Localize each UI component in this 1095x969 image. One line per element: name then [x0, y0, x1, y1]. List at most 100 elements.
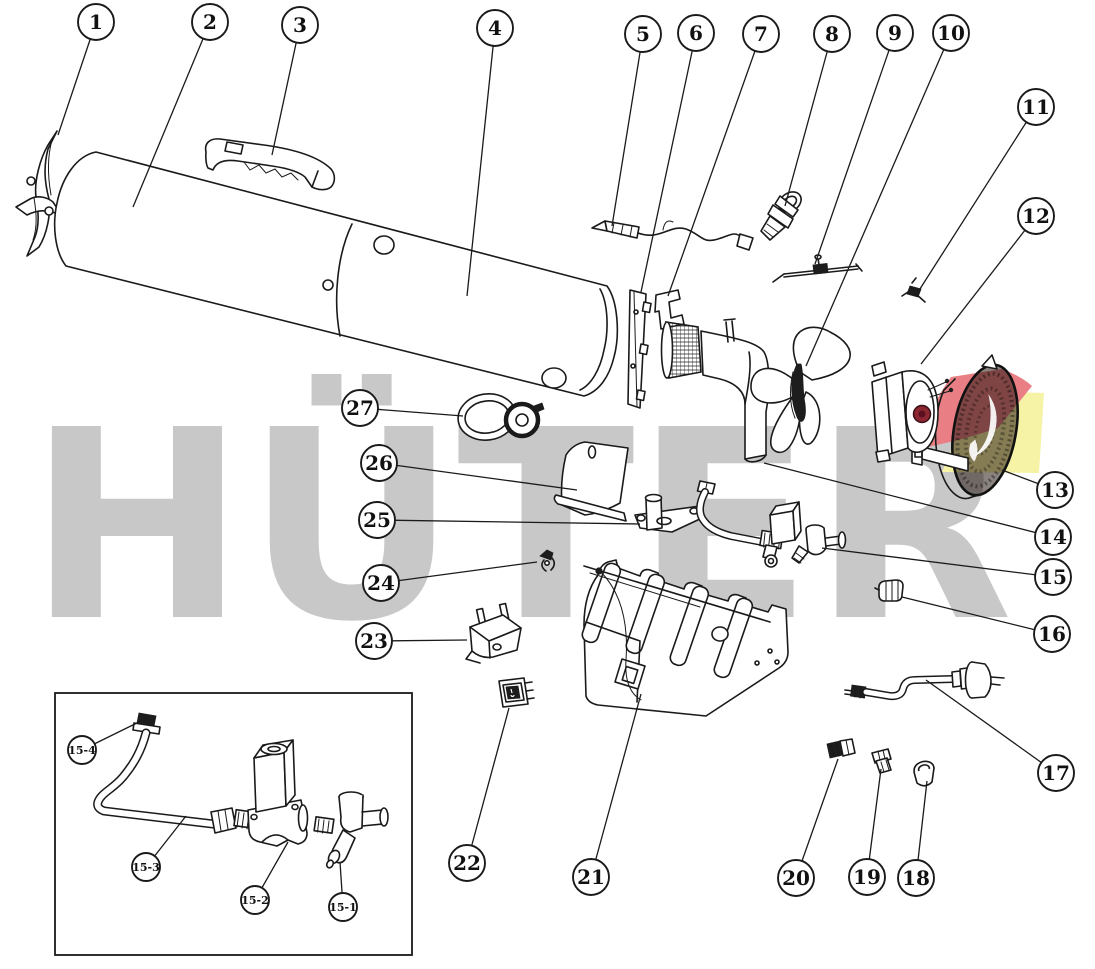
callout-label-3: 3: [293, 13, 307, 37]
callout-label-4: 4: [488, 16, 502, 40]
callout-circle-12: [1017, 197, 1055, 235]
callout-label-25: 25: [363, 508, 391, 532]
part-support-bracket: [465, 602, 522, 664]
part-cap: [913, 760, 935, 787]
callout-circle-25: [358, 501, 396, 539]
part-front-grille: [15, 130, 62, 257]
leader-line-11: [917, 106, 1037, 293]
callout-circle-17: [1037, 754, 1075, 792]
part-bushing: [874, 579, 904, 602]
callout-label-11: 11: [1022, 95, 1050, 119]
leader-line-6: [640, 32, 697, 293]
callout-label-13: 13: [1041, 478, 1069, 502]
callout-circle-13: [1036, 471, 1074, 509]
leader-line-15: [821, 547, 1054, 578]
part-gasket-ring: [457, 393, 545, 441]
callout-circle-22: [448, 844, 486, 882]
callout-circle-5: [624, 15, 662, 53]
callout-label-18: 18: [902, 866, 930, 890]
leader-line-9: [814, 32, 896, 265]
leader-line-1: [57, 21, 97, 136]
part-burner-duct: [660, 318, 770, 463]
leader-line-3: [271, 24, 301, 156]
callout-label-1: 1: [89, 10, 103, 34]
callout-circle-26: [360, 444, 398, 482]
inset-callout-label-15-3: 15-3: [132, 861, 160, 874]
leader-line-25: [376, 519, 641, 525]
inset-callout-label-15-2: 15-2: [241, 894, 269, 907]
leader-line-4: [466, 27, 496, 297]
callout-label-2: 2: [203, 10, 217, 34]
callout-label-20: 20: [782, 866, 810, 890]
leader-line-24: [380, 561, 538, 584]
callout-circle-18: [897, 859, 935, 897]
part-wire-clip: [539, 549, 556, 572]
leader-line-5: [611, 33, 644, 227]
callout-label-6: 6: [689, 21, 703, 45]
callout-circle-9: [876, 14, 914, 52]
leader-line-12: [920, 215, 1037, 365]
callout-label-23: 23: [360, 629, 388, 653]
callout-circle-8: [813, 15, 851, 53]
callout-label-27: 27: [346, 396, 374, 420]
leader-line-7: [667, 33, 762, 297]
leader-line-21: [590, 693, 642, 878]
part-power-switch: [498, 677, 535, 708]
callout-label-10: 10: [937, 21, 965, 45]
part-igniter-electrode: [591, 220, 754, 251]
callout-circle-4: [476, 9, 514, 47]
part-power-cord: [844, 661, 1005, 701]
callout-circle-11: [1017, 88, 1055, 126]
callout-circle-14: [1034, 518, 1072, 556]
callout-label-7: 7: [754, 22, 768, 46]
part-fitting: [826, 738, 856, 759]
callout-label-17: 17: [1042, 761, 1070, 785]
callout-circle-23: [355, 622, 393, 660]
leader-line-17: [925, 679, 1057, 774]
part-small-bracket: [654, 289, 685, 330]
leader-line-10: [805, 32, 952, 367]
part-cylinder-body: [53, 151, 619, 397]
inset-callout-label-15-4: 15-4: [68, 744, 96, 757]
callout-label-15: 15: [1039, 565, 1067, 589]
callout-circle-2: [191, 3, 229, 41]
part-deflector-plate: [553, 441, 629, 522]
callout-label-26: 26: [365, 451, 393, 475]
callout-label-21: 21: [577, 865, 605, 889]
inset-callout-circle-15-3: [131, 852, 161, 882]
leader-line-2: [132, 21, 211, 208]
callout-circle-19: [848, 858, 886, 896]
leader-line-8: [784, 33, 833, 207]
callout-label-22: 22: [453, 851, 481, 875]
inset-callout-circle-15-2: [240, 885, 270, 915]
callout-circle-21: [572, 858, 610, 896]
callout-circle-24: [362, 564, 400, 602]
callout-label-16: 16: [1038, 622, 1066, 646]
part-gas-valve: [696, 480, 847, 568]
callout-circle-10: [932, 14, 970, 52]
part-rear-cover: [911, 354, 1019, 500]
callout-label-12: 12: [1022, 204, 1050, 228]
part-clip-connector: [871, 748, 892, 774]
part-screw: [901, 277, 926, 303]
part-thermocouple: [772, 254, 863, 283]
leader-line-20: [795, 758, 839, 879]
part-fan: [750, 326, 851, 454]
inset-detail-box: [54, 692, 413, 956]
part-handle: [204, 138, 336, 191]
callout-circle-7: [742, 15, 780, 53]
leader-line-22: [466, 707, 510, 864]
callout-circle-6: [677, 14, 715, 52]
callout-label-24: 24: [367, 571, 395, 595]
callout-label-14: 14: [1039, 525, 1067, 549]
part-base-housing: [581, 559, 789, 717]
part-spark-plug: [760, 191, 802, 241]
callout-label-9: 9: [888, 21, 902, 45]
leader-line-26: [378, 462, 578, 491]
callout-circle-27: [341, 389, 379, 427]
part-motor: [871, 361, 954, 463]
callout-label-5: 5: [636, 22, 650, 46]
leader-line-16: [901, 596, 1053, 635]
